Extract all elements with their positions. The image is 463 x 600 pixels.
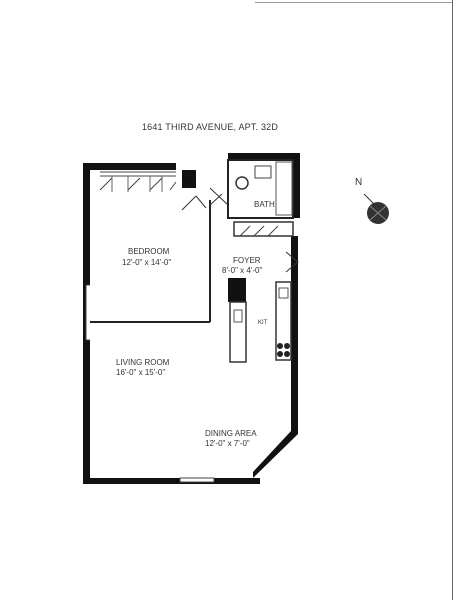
bath-fixture — [254, 165, 272, 179]
exterior-wall-bath-right — [293, 153, 300, 218]
living-room-dims: 16'-0" x 15'-0" — [116, 368, 166, 377]
exterior-wall-bottom — [83, 478, 260, 484]
page-edge-top — [255, 2, 453, 3]
exterior-wall — [83, 163, 176, 484]
closet-doors — [99, 177, 177, 191]
closet-verticals — [111, 176, 163, 192]
kitchen-counter-right — [275, 281, 292, 361]
entry-door — [285, 251, 299, 273]
stove-burner — [277, 351, 283, 357]
stove-burner — [284, 351, 290, 357]
bath-door — [209, 187, 229, 206]
plan-title: 1641 THIRD AVENUE, APT. 32D — [141, 122, 279, 132]
foyer-closet — [233, 221, 294, 237]
dining-area-dims: 12'-0" x 7'-0" — [205, 439, 250, 448]
kitchen-counter-left — [229, 301, 247, 363]
foyer-closet-doors — [239, 225, 279, 237]
exterior-wall-diagonal — [253, 424, 298, 478]
compass-north-label: N — [355, 177, 363, 188]
bedroom-dims: 12'-0" x 14'-0" — [122, 258, 172, 267]
kitchen-sink — [233, 309, 243, 323]
bath-label: BATH — [254, 200, 275, 209]
kitchen-label: KIT — [258, 320, 268, 326]
foyer-label: FOYER — [233, 256, 261, 265]
foyer-dims: 8'-0" x 4'-0" — [222, 266, 263, 275]
bedroom-closet-line — [100, 171, 176, 177]
dining-area-label: DINING AREA — [205, 429, 257, 438]
exterior-wall-right — [291, 236, 298, 430]
bath-tub — [275, 161, 293, 216]
compass-needle-icon — [363, 193, 379, 209]
stove-burner — [284, 343, 290, 349]
page-edge-right — [452, 0, 453, 600]
window-left — [85, 284, 90, 341]
compass-rose-detail — [369, 205, 387, 221]
corner-block — [182, 170, 196, 188]
living-room-label: LIVING ROOM — [116, 358, 170, 367]
bedroom-door — [181, 195, 207, 211]
bedroom-label: BEDROOM — [128, 247, 170, 256]
toilet — [235, 176, 249, 190]
dishwasher — [278, 287, 289, 299]
stove-burner — [277, 343, 283, 349]
bath-room — [227, 159, 294, 219]
exterior-wall-top-right — [228, 153, 300, 160]
refrigerator — [228, 278, 246, 302]
window-bottom — [179, 477, 215, 483]
